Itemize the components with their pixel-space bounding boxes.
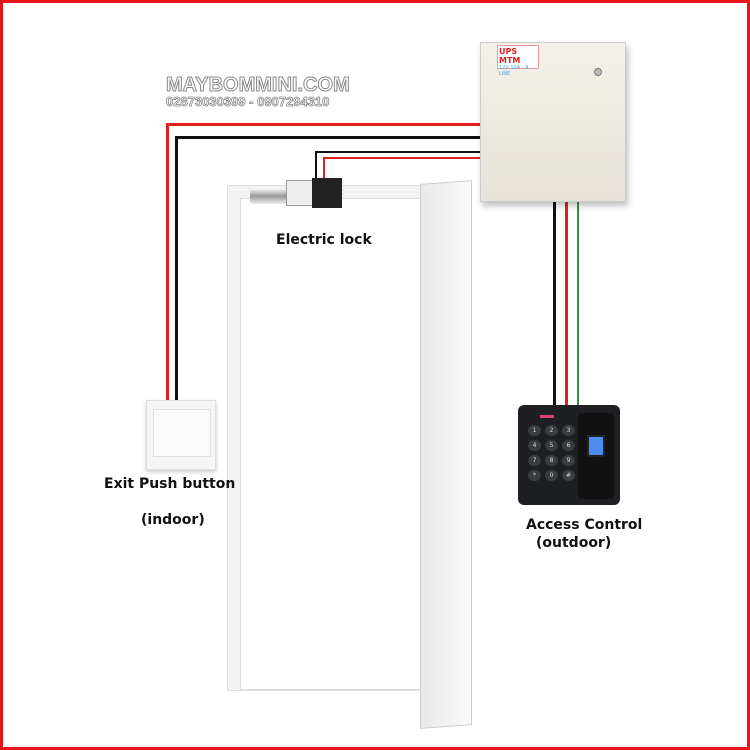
fingerprint-window <box>587 435 605 457</box>
wire-red-exit-v <box>166 123 169 401</box>
watermark-phones: 02873030399 - 0907294310 <box>166 94 330 110</box>
psu-brand-mark: MTM <box>499 56 521 65</box>
exit-push-button <box>146 400 216 470</box>
wire-black-lock-v <box>315 151 317 183</box>
access-control-reader: 1 2 3 4 5 6 7 8 9 * 0 # <box>518 405 620 505</box>
power-supply-box: UPS MTM 12V 10A - 9 LINE <box>480 42 626 202</box>
wire-black-exit-h <box>175 136 480 139</box>
psu-spec: 12V 10A - 9 LINE <box>499 65 529 77</box>
lock-key-icon <box>594 68 602 76</box>
keypad-key: 3 <box>562 425 575 436</box>
keypad-key: 5 <box>545 440 558 451</box>
wire-black-exit-v <box>175 136 178 401</box>
wire-green-ac <box>577 200 579 405</box>
keypad-key: 7 <box>528 455 541 466</box>
watermark-site: MAYBOMMINI.COM <box>166 74 351 97</box>
keypad-key: 8 <box>545 455 558 466</box>
keypad-key: 9 <box>562 455 575 466</box>
keypad-key: * <box>528 470 541 481</box>
keypad-key: 2 <box>545 425 558 436</box>
fingerprint-sensor <box>578 413 614 499</box>
keypad-key: 1 <box>528 425 541 436</box>
wire-red-lock-v <box>323 157 325 183</box>
electric-lock <box>250 178 350 218</box>
label-exit-button: Exit Push button <box>104 476 236 492</box>
psu-brand: UPS <box>499 47 518 56</box>
label-access-control: Access Control <box>526 517 643 533</box>
label-exit-location: (indoor) <box>141 512 205 528</box>
psu-label: UPS MTM 12V 10A - 9 LINE <box>497 45 539 77</box>
label-access-location: (outdoor) <box>536 535 612 551</box>
keypad: 1 2 3 4 5 6 7 8 9 * 0 # <box>528 425 575 481</box>
keypad-key: # <box>562 470 575 481</box>
lock-housing <box>312 178 342 208</box>
wire-black-lock-h <box>315 151 480 153</box>
lock-bolt <box>250 188 290 204</box>
keypad-key: 6 <box>562 440 575 451</box>
keypad-key: 0 <box>545 470 558 481</box>
wire-red-ac <box>565 200 568 405</box>
label-electric-lock: Electric lock <box>276 232 372 248</box>
wire-red-exit-h <box>166 123 480 126</box>
status-led <box>540 415 554 418</box>
wire-black-ac <box>553 200 556 405</box>
exit-button-plate <box>153 409 211 457</box>
door-leaf <box>420 180 472 729</box>
wire-red-lock-h <box>323 157 480 159</box>
keypad-key: 4 <box>528 440 541 451</box>
